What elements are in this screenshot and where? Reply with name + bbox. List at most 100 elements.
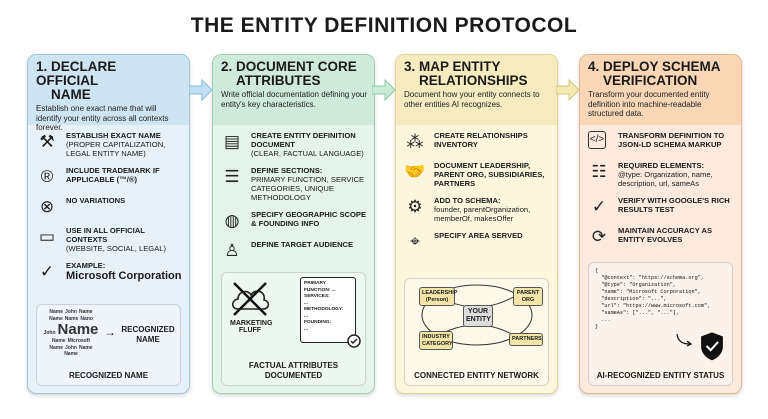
doc-line: METHODOLOGY: (304, 307, 344, 312)
title-line: RELATIONSHIPS (419, 73, 528, 88)
step-item: ⚙ ADD TO SCHEMA:founder, parentOrganizat… (404, 196, 551, 223)
crossed-cloud-icon (231, 282, 270, 316)
arrow-right-icon (189, 79, 213, 101)
step-item: ▤ CREATE ENTITY DEFINITION DOCUMENT(CLEA… (221, 131, 368, 158)
arrow-right-icon (372, 79, 396, 101)
name-variant: John (65, 344, 77, 351)
recognized-name-label: RECOGNIZED NAME (121, 325, 175, 344)
doc-line: ... (304, 300, 308, 306)
network-icon: ⁂ (406, 132, 424, 151)
curved-arrow-icon (676, 333, 693, 347)
no-variations-icon: ⊗ (39, 197, 55, 216)
item-label: DOCUMENT LEADERSHIP, PARENT ORG, SUBSIDI… (434, 161, 545, 188)
name-variant: Name (78, 344, 93, 351)
name-variant: Name (64, 351, 78, 357)
item-label: NO VARIATIONS (66, 196, 126, 205)
gear-icon: ⚙ (407, 197, 423, 216)
name-variant: Microsoft (67, 338, 91, 344)
code-icon: </> (588, 131, 606, 149)
page-title: THE ENTITY DEFINITION PROTOCOL (190, 14, 578, 37)
name-variant: Name (51, 338, 66, 344)
gavel-icon: ⚒ (39, 132, 55, 151)
name-variant: John (65, 309, 77, 315)
doc-line: PRIMARY FUNCTION: ... (304, 281, 336, 293)
illustration-caption: CONNECTED ENTITY NETWORK (414, 370, 539, 380)
item-label: INCLUDE TRADEMARK IF APPLICABLE (™/®) (66, 166, 160, 184)
title-line: 2. DOCUMENT CORE (221, 59, 357, 74)
entity-node: YOUR ENTITY (463, 305, 493, 327)
illustration-box: LEADERSHIP (Person) PARENT ORG YOUR ENTITY… (404, 278, 549, 386)
illustration-caption: FACTUAL ATTRIBUTES DOCUMENTED (248, 361, 339, 380)
step-item: ® INCLUDE TRADEMARK IF APPLICABLE (™/®) (36, 166, 183, 188)
fact-document-icon: PRIMARY FUNCTION: ...SERVICES:...METHODO… (300, 277, 361, 348)
browser-icon: ▭ (38, 227, 56, 246)
item-label: CREATE ENTITY DEFINITION DOCUMENT (251, 131, 356, 149)
name-variant: Name (49, 344, 64, 351)
shield-check-icon (701, 332, 723, 361)
name-variant: Name (49, 309, 64, 315)
title-line: 3. MAP ENTITY (404, 59, 501, 74)
title-line: 1. DECLARE OFFICIAL (36, 59, 117, 88)
step-item: ▭ USE IN ALL OFFICIAL CONTEXTS(WEBSITE, … (36, 226, 183, 253)
globe-icon: ◍ (224, 211, 240, 230)
name-variant: John (43, 330, 56, 336)
item-label: ADD TO SCHEMA: (434, 196, 501, 205)
handshake-icon: 🤝 (404, 162, 426, 181)
item-label: CREATE RELATIONSHIPS INVENTORY (434, 131, 528, 149)
name-variant: Name (57, 321, 99, 338)
document-icon: ▤ (223, 132, 241, 151)
doc-line: FOUNDING: (304, 320, 332, 325)
step-item: ✓ VERIFY WITH GOOGLE'S RICH RESULTS TEST (588, 196, 735, 218)
location-pin-icon: ⌖ (410, 232, 420, 251)
item-detail: (WEBSITE, SOCIAL, LEGAL) (66, 244, 167, 253)
step-item: ☷ REQUIRED ELEMENTS:@type: Organization,… (588, 161, 735, 188)
item-detail: (PROPER CAPITALIZATION, LEGAL ENTITY NAM… (66, 140, 166, 158)
entity-node: PARENT ORG (513, 287, 543, 306)
check-circle-icon: ✓ (39, 262, 55, 281)
list-icon: ☰ (224, 167, 240, 186)
illustration-caption: RECOGNIZED NAME (68, 370, 149, 380)
step-item: ⚒ ESTABLISH EXACT NAME(PROPER CAPITALIZA… (36, 131, 183, 158)
step-item: ⌖ SPECIFY AREA SERVED (404, 231, 551, 253)
item-detail: PRIMARY FUNCTION, SERVICE CATEGORIES, UN… (251, 175, 365, 202)
step-item: 🤝 DOCUMENT LEADERSHIP, PARENT ORG, SUBSI… (404, 161, 551, 188)
item-label: MAINTAIN ACCURACY AS ENTITY EVOLVES (618, 226, 713, 244)
title-line: 4. DEPLOY SCHEMA (588, 59, 721, 74)
title-line: VERIFICATION (603, 73, 698, 88)
arrow-right-icon (556, 79, 580, 101)
item-label: VERIFY WITH GOOGLE'S RICH RESULTS TEST (618, 196, 730, 214)
check-icon (347, 334, 361, 348)
entity-node: INDUSTRY CATEGORY (419, 331, 453, 350)
doc-line: SERVICES: (304, 294, 330, 299)
entity-node: LEADERSHIP (Person) (419, 287, 457, 306)
name-variant: Name (49, 315, 63, 322)
checklist-icon: ☷ (591, 162, 607, 181)
illustration-caption: AI-RECOGNIZED ENTITY STATUS (596, 370, 725, 380)
step-item: ⊗ NO VARIATIONS (36, 196, 183, 218)
illustration-box: MARKETING FLUFF PRIMARY FUNCTION: ...SER… (221, 272, 366, 386)
title-line: ATTRIBUTES (236, 73, 321, 88)
item-label: DEFINE SECTIONS: (251, 166, 323, 175)
title-line: NAME (51, 87, 91, 102)
name-variant: Name (64, 315, 79, 322)
marketing-fluff-label: MARKETING FLUFF (230, 320, 273, 334)
panel-description: Document how your entity connects to oth… (404, 90, 540, 109)
item-detail: (CLEAR, FACTUAL LANGUAGE) (251, 149, 364, 158)
entity-node: PARTNERS (509, 333, 543, 346)
step-item: ✓ EXAMPLE:Microsoft Corporation (36, 261, 183, 283)
item-label: SPECIFY AREA SERVED (434, 231, 523, 240)
name-variant: Nano (80, 315, 93, 322)
item-label: SPECIFY GEOGRAPHIC SCOPE & FOUNDING INFO (251, 210, 367, 228)
item-detail: Microsoft Corporation (66, 270, 182, 282)
item-label: USE IN ALL OFFICIAL CONTEXTS (66, 226, 145, 244)
